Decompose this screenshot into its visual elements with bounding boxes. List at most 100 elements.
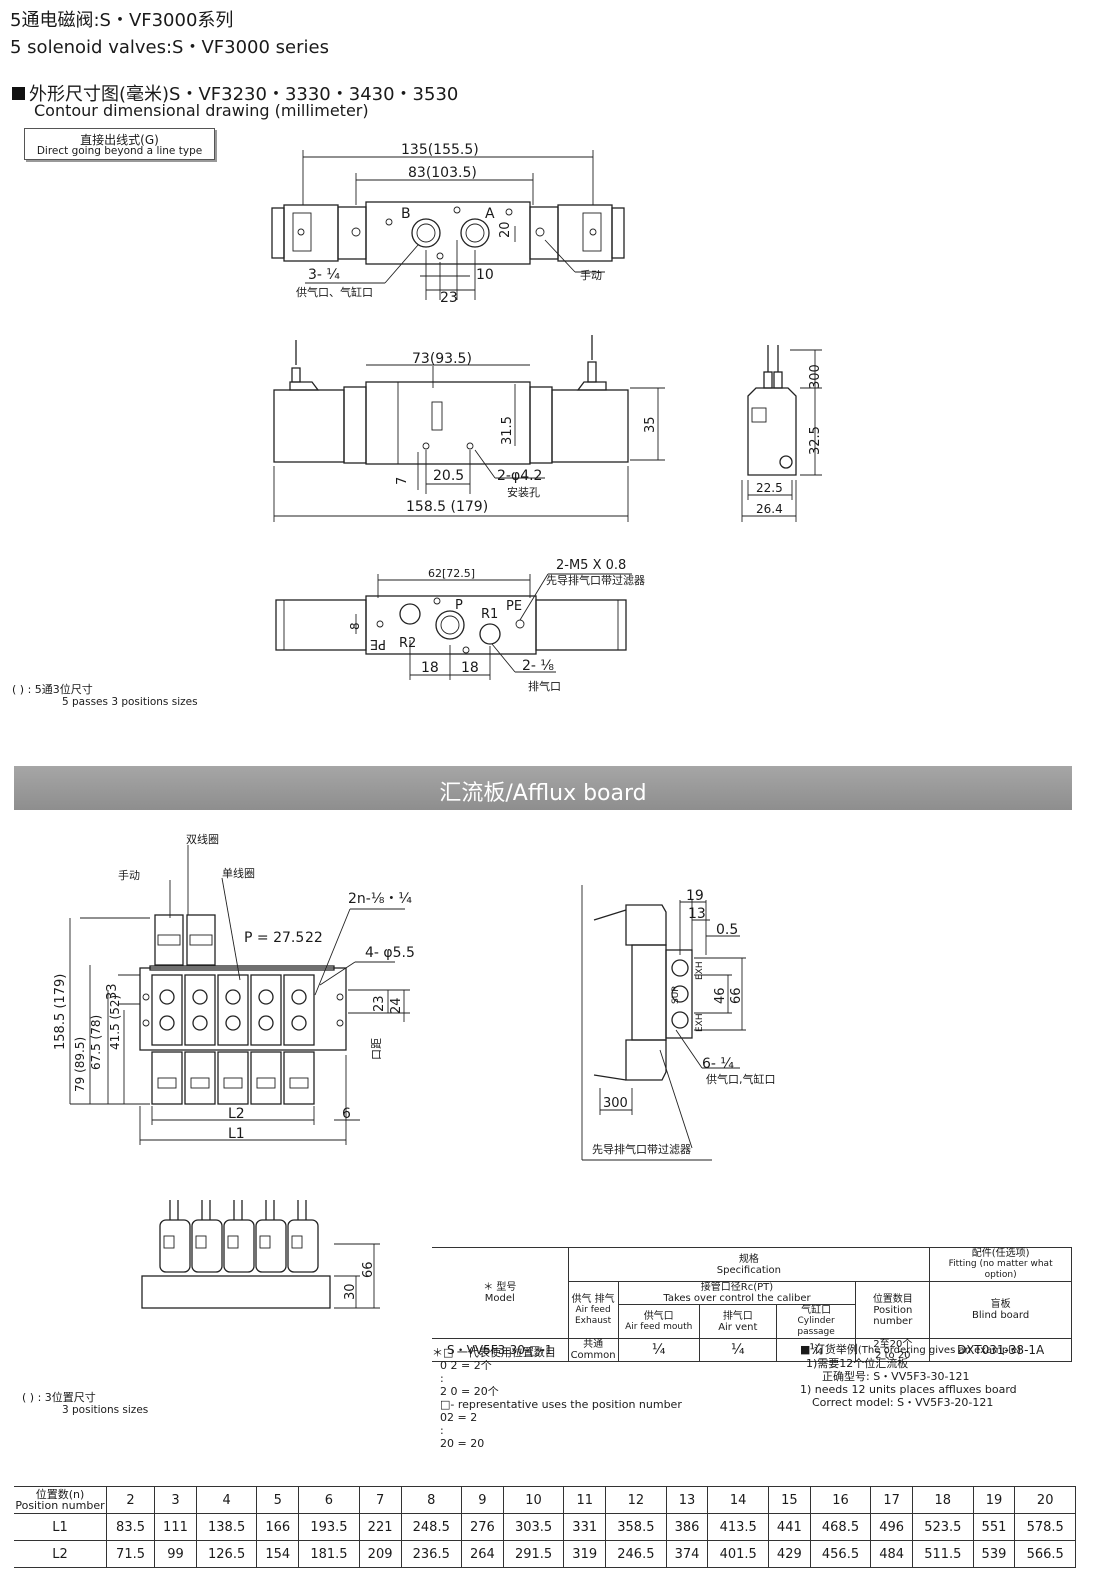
notes-left-0: ＊□ 一代表使用位置数目 bbox=[432, 1346, 556, 1359]
label-r1: R1 bbox=[481, 607, 498, 622]
order-l1: 1)需要12个位汇流板 bbox=[806, 1357, 909, 1370]
manual-cn: 手动 bbox=[580, 268, 602, 282]
feed-cn: 供气口 bbox=[643, 1310, 674, 1322]
label-r2: R2 bbox=[399, 636, 416, 651]
pos-l1-cell: 138.5 bbox=[195, 1513, 258, 1541]
notes-left-7: 20 = 20 bbox=[440, 1437, 485, 1450]
dim-83: 83(103.5) bbox=[408, 165, 477, 181]
label-sup: SUP bbox=[671, 986, 681, 1004]
pos-n-cell: 5 bbox=[256, 1486, 300, 1514]
label-pe-rev: PE bbox=[370, 636, 386, 651]
pos-l1-cell: 83.5 bbox=[105, 1513, 156, 1541]
bottom-view-drawing: 62[72.5] 2-M5 X 0.8 先导排气口带过滤器 P R1 PE PE… bbox=[275, 558, 645, 693]
order-l3: 1) needs 12 units places affluxes board bbox=[800, 1383, 1017, 1396]
dim-20: 20 bbox=[498, 221, 513, 238]
dim-20-5: 20.5 bbox=[433, 468, 464, 484]
thread-m5: 2-M5 X 0.8 bbox=[556, 558, 626, 573]
port-distance-cn: 口距 bbox=[370, 1038, 383, 1060]
section-title: 外形尺寸图(毫米)S・VF3230・3330・3430・3530 bbox=[12, 80, 458, 106]
type-box-cn: 直接出线式(G) bbox=[80, 133, 159, 147]
label-p: P bbox=[455, 598, 463, 613]
feed-en: Air feed mouth bbox=[625, 1321, 693, 1332]
dim-24-m: 24 bbox=[389, 997, 404, 1014]
dim-300-s: 300 bbox=[603, 1096, 628, 1111]
dim-62: 62[72.5] bbox=[428, 567, 475, 580]
blind-en: Blind board bbox=[972, 1310, 1030, 1321]
label-b: B bbox=[401, 206, 411, 222]
pos-n-cell: 10 bbox=[502, 1486, 565, 1514]
pos-l2-cell: 374 bbox=[665, 1540, 709, 1568]
positions-header-cn: 位置数(n) bbox=[35, 1488, 85, 1501]
single-coil-cn: 单线圈 bbox=[222, 866, 255, 880]
pos-n-cell: 4 bbox=[195, 1486, 258, 1514]
positions-value: 2至20个 2 to 20 bbox=[855, 1338, 931, 1362]
note-3pos: ( ) : 3位置尺寸 3 positions sizes bbox=[22, 1391, 148, 1417]
label-pe: PE bbox=[506, 599, 522, 614]
notes-left-5: 02 = 2 bbox=[440, 1411, 478, 1424]
dim-22: 22 bbox=[305, 930, 323, 946]
order-l4: Correct model: S・VV5F3-20-121 bbox=[812, 1396, 994, 1409]
air-en: Air feed Exhaust bbox=[575, 1304, 612, 1326]
pos-l1-cell: 551 bbox=[972, 1513, 1016, 1541]
fitting-cn: 配件(任选项) bbox=[971, 1248, 1030, 1259]
vent-value: ¼ bbox=[698, 1338, 777, 1362]
positions-header: 位置数(n) Position number bbox=[14, 1486, 107, 1514]
pos-l1-cell: 166 bbox=[256, 1513, 300, 1541]
notes-left-1: 0 2 = 2个 bbox=[440, 1359, 492, 1372]
dim-26-4: 26.4 bbox=[756, 502, 783, 516]
dim-31-5: 31.5 bbox=[500, 416, 515, 445]
pos-n-cell: 19 bbox=[972, 1486, 1016, 1514]
notes-left-4: □- representative uses the position numb… bbox=[440, 1398, 682, 1411]
positions-header-en: Position number bbox=[15, 1499, 105, 1512]
pos-l1-cell: 193.5 bbox=[298, 1513, 360, 1541]
supply-cyl-cn: 供气口,气缸口 bbox=[706, 1072, 776, 1086]
dim-66-f: 66 bbox=[361, 1261, 376, 1278]
pos-l1-cell: 441 bbox=[767, 1513, 811, 1541]
pos-n-cell: 2 bbox=[105, 1486, 156, 1514]
dim-18-a: 18 bbox=[421, 660, 439, 676]
common-en: Common bbox=[570, 1350, 616, 1361]
pos-n-cell: 20 bbox=[1014, 1486, 1076, 1514]
dim-66-s: 66 bbox=[729, 987, 744, 1004]
pos-l1-cell: 496 bbox=[870, 1513, 914, 1541]
mount-hole-cn: 安装孔 bbox=[507, 485, 540, 499]
supply-port-cn: 供气口、气缸口 bbox=[296, 285, 373, 299]
pos-l2-cell: 181.5 bbox=[298, 1540, 360, 1568]
fitting-en: Fitting (no matter what option) bbox=[948, 1259, 1053, 1280]
feed-value: ¼ bbox=[617, 1338, 700, 1362]
pos-l1-cell: 303.5 bbox=[502, 1513, 565, 1541]
pos-l1-cell: 358.5 bbox=[605, 1513, 667, 1541]
pilot-filter-cn-2: 先导排气口带过滤器 bbox=[592, 1142, 691, 1156]
top-view-drawing: 135(155.5) 83(103.5) B A 20 10 23 3- ¼ 供… bbox=[271, 142, 625, 306]
pos-n-cell: 8 bbox=[400, 1486, 462, 1514]
pos-n-cell: 13 bbox=[665, 1486, 709, 1514]
dim-30-f: 30 bbox=[343, 1283, 358, 1300]
manual-cn-2: 手动 bbox=[118, 868, 140, 882]
pos-l2-cell: 429 bbox=[767, 1540, 811, 1568]
dim-32-5: 32.5 bbox=[808, 426, 823, 455]
pos-n-cell: 16 bbox=[809, 1486, 872, 1514]
dim-41-m: 41.5 (52) bbox=[108, 995, 122, 1050]
title-en: 5 solenoid valves:S・VF3000 series bbox=[10, 37, 329, 58]
vent-header: 排气口 Air vent bbox=[698, 1304, 777, 1339]
cyl-value: ¼ bbox=[775, 1338, 857, 1362]
pos-n-cell: 17 bbox=[870, 1486, 914, 1514]
pos-l2-cell: 484 bbox=[870, 1540, 914, 1568]
pos-n-cell: 15 bbox=[767, 1486, 811, 1514]
type-box: 直接出线式(G) Direct going beyond a line type bbox=[24, 128, 215, 160]
dim-23-m: 23 bbox=[372, 995, 387, 1012]
afflux-board-band: 汇流板/Afflux board bbox=[14, 766, 1072, 810]
pos-l2-cell: 291.5 bbox=[502, 1540, 565, 1568]
pos-n-cell: 14 bbox=[707, 1486, 769, 1514]
common-cn: 共通 bbox=[583, 1339, 604, 1350]
type-box-en: Direct going beyond a line type bbox=[36, 145, 203, 157]
afflux-board-title: 汇流板/Afflux board bbox=[439, 781, 647, 806]
cyl-en: Cylinder passage bbox=[797, 1316, 835, 1337]
pilot-filter-cn: 先导排气口带过滤器 bbox=[546, 573, 645, 587]
dim-22-5: 22.5 bbox=[756, 481, 783, 495]
